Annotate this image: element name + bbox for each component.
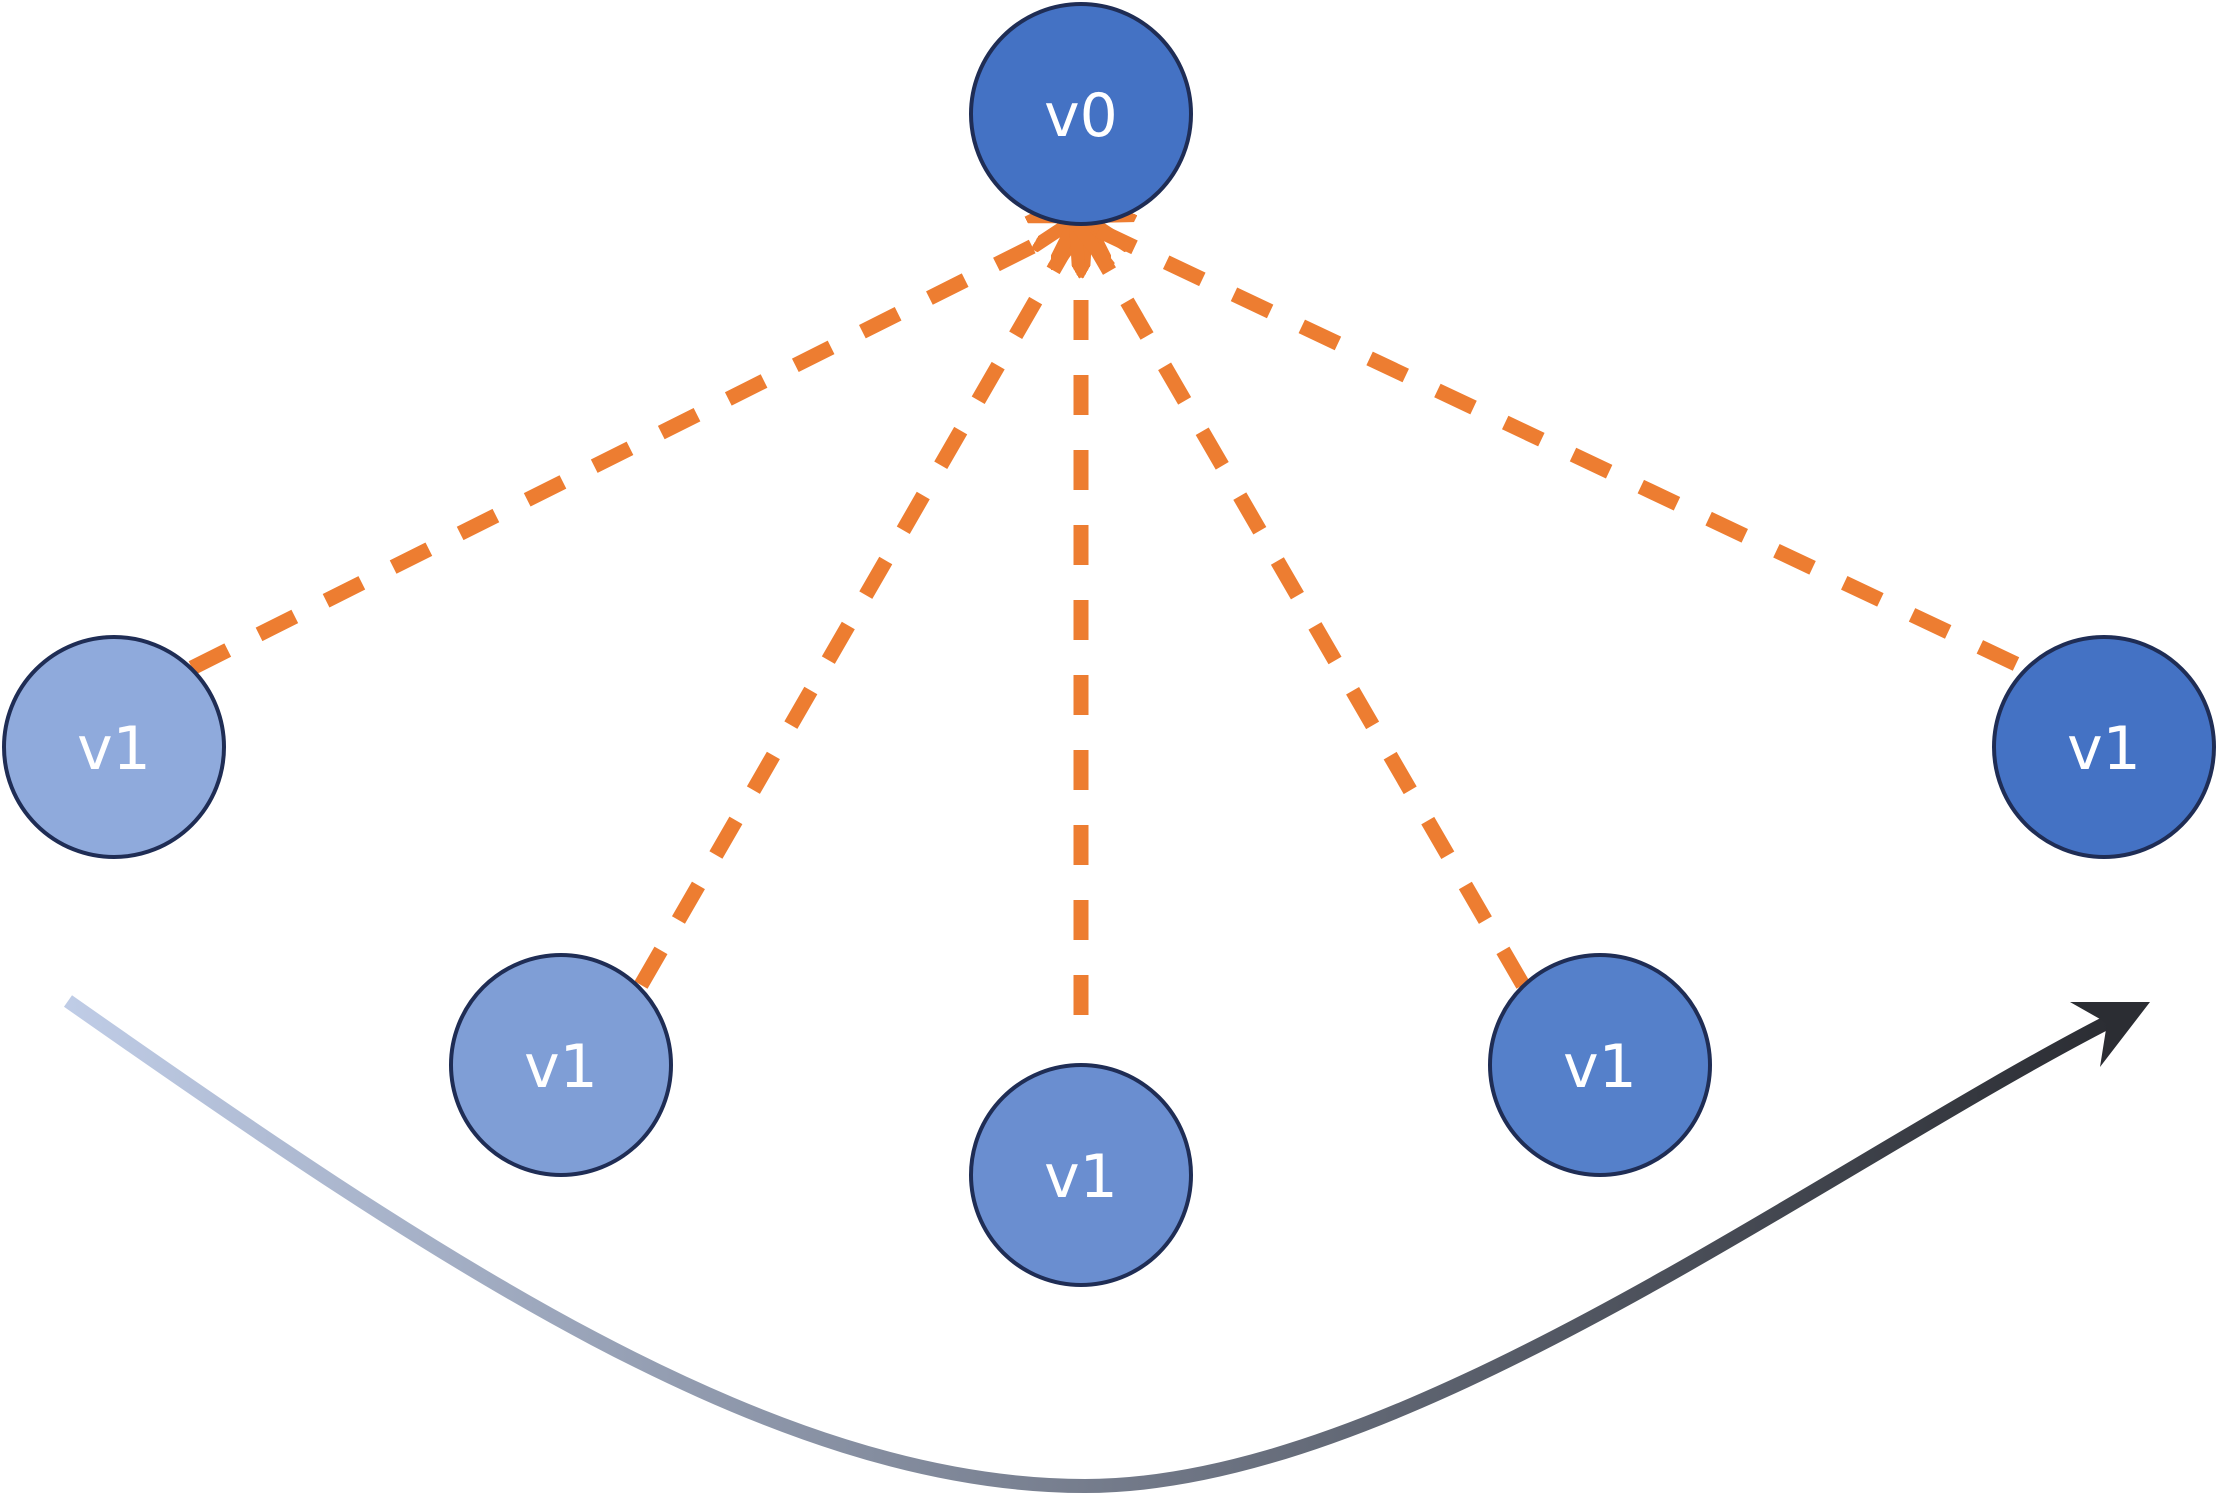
node-label-child-1: v1 (77, 714, 151, 784)
node-child-3: v1 (969, 1063, 1193, 1287)
node-label-child-4: v1 (1563, 1032, 1637, 1102)
edges-group (188, 222, 2020, 1015)
node-circle-child-1 (2, 635, 226, 859)
node-circle-child-4 (1488, 953, 1712, 1177)
node-label-v0: v0 (1044, 81, 1118, 151)
node-circle-child-3 (969, 1063, 1193, 1287)
node-circle-child-5 (1992, 635, 2216, 859)
edge-child-2-to-v0 (634, 222, 1081, 989)
node-label-child-2: v1 (524, 1032, 598, 1102)
node-circle-v0 (969, 2, 1193, 226)
edge-child-5-to-v0 (1081, 222, 2020, 671)
node-child-2: v1 (449, 953, 673, 1177)
curved-arrow-icon (63, 995, 2150, 1494)
nodes-group: v0 v1 v1 v1 v1 v1 (2, 2, 2216, 1287)
node-child-5: v1 (1992, 635, 2216, 859)
edge-child-4-to-v0 (1081, 222, 1530, 989)
edge-child-1-to-v0 (188, 222, 1081, 675)
node-circle-child-2 (449, 953, 673, 1177)
node-label-child-3: v1 (1044, 1142, 1118, 1212)
node-child-1: v1 (2, 635, 226, 859)
node-child-4: v1 (1488, 953, 1712, 1177)
node-v0: v0 (969, 2, 1193, 226)
node-label-child-5: v1 (2067, 714, 2141, 784)
